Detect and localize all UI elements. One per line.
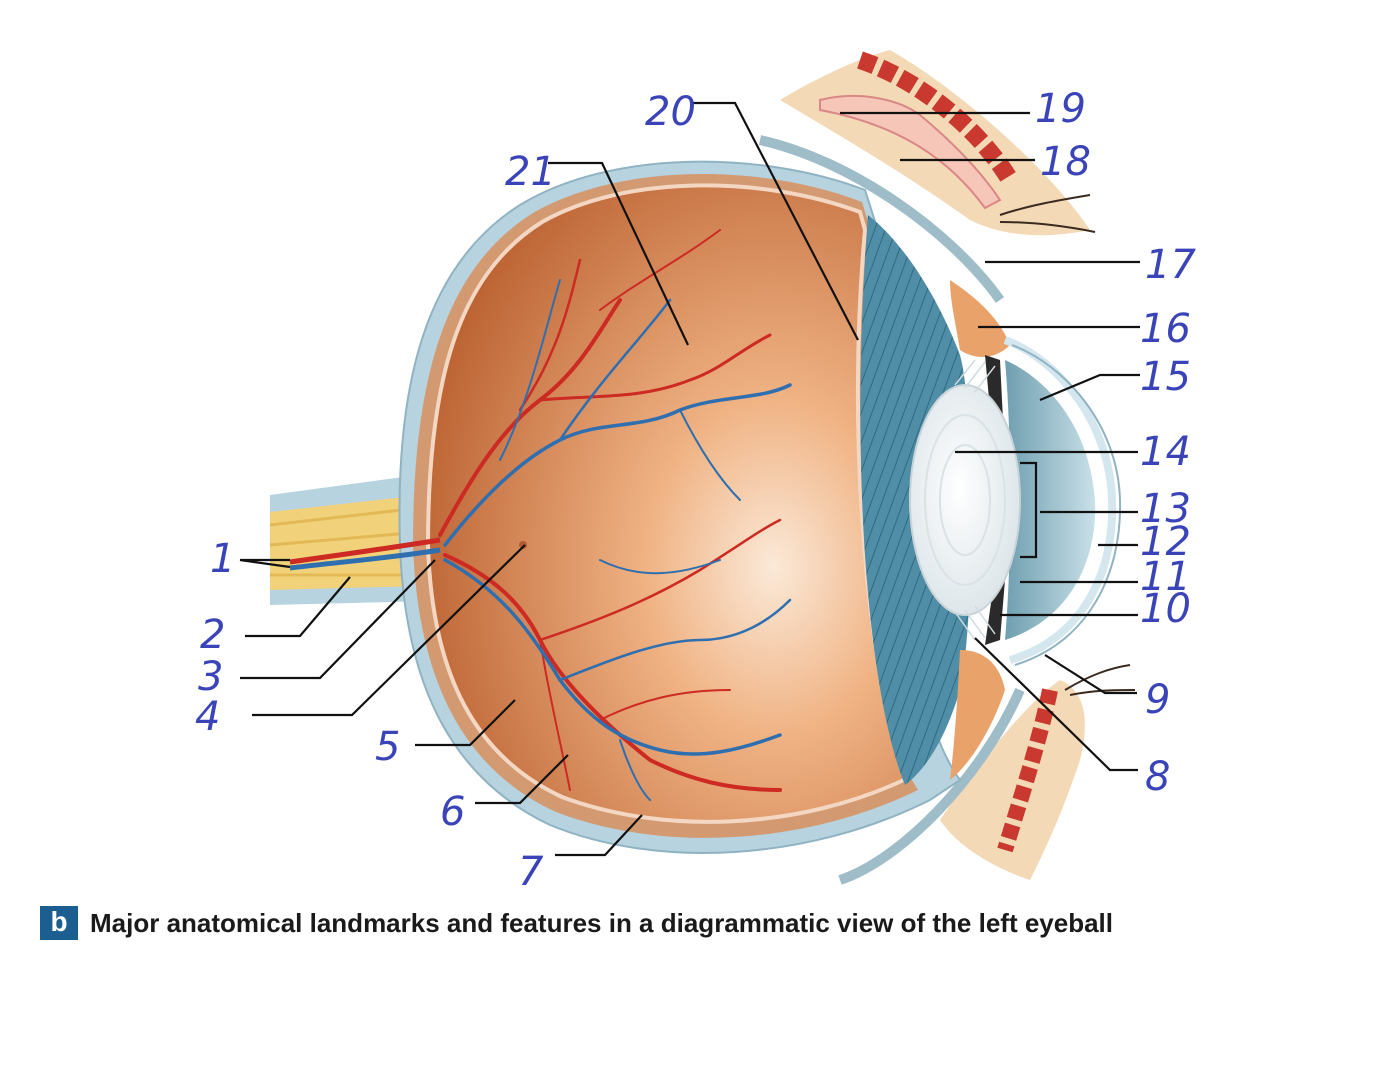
label-10: 10 [1140,586,1191,632]
label-14: 14 [1140,429,1191,475]
leader-13 [1020,461,1138,559]
leader-9 [1044,654,1137,695]
label-18: 18 [1040,139,1091,185]
label-2: 2 [200,612,225,658]
label-19: 19 [1035,86,1086,132]
leader-3 [240,559,436,680]
label-7: 7 [518,849,544,895]
leader-lines [239,101,1140,857]
lens-ring-2 [939,444,991,556]
vitreous-body [425,183,911,824]
label-11: 11 [1140,554,1191,600]
caption-badge: b [40,906,78,940]
label-16: 16 [1140,306,1191,352]
label-3: 3 [198,654,223,700]
label-12: 12 [1140,519,1191,565]
label-21: 21 [505,149,556,195]
leader-15 [1039,373,1140,402]
retinal-vessels [438,229,792,801]
label-15: 15 [1140,354,1191,400]
leader-21 [548,161,689,346]
leader-1 [239,558,291,569]
label-13: 13 [1140,486,1191,532]
leader-7 [555,814,643,857]
leader-8 [974,637,1138,772]
label-20: 20 [645,89,696,135]
lower-eyelid [940,664,1136,880]
eyeball-diagram: 1 2 3 4 5 6 7 8 9 10 11 12 13 14 15 16 1… [195,50,1196,895]
label-6: 6 [440,789,465,835]
anterior-chamber [1005,360,1096,640]
label-1: 1 [210,536,235,582]
central-vessels [289,537,441,571]
label-17: 17 [1145,242,1196,288]
cornea-edge [1011,344,1122,666]
suspensory-ligaments [954,359,996,641]
leader-20 [690,101,859,341]
upper-eyelid [780,50,1096,236]
caption-text: Major anatomical landmarks and features … [90,907,1114,938]
label-9: 9 [1145,677,1170,723]
ciliary-muscle-upper [950,280,1010,357]
figure-caption: b Major anatomical landmarks and feature… [40,903,1113,943]
fovea [519,541,527,549]
leader-6 [475,754,569,805]
lower-conjunctiva [838,687,1025,885]
ciliary-muscle-lower [950,650,1005,780]
label-5: 5 [375,724,400,770]
conjunctiva [758,135,1005,303]
label-8: 8 [1145,754,1170,800]
number-labels: 1 2 3 4 5 6 7 8 9 10 11 12 13 14 15 16 1… [195,86,1196,895]
label-4: 4 [195,694,220,740]
leader-5 [415,699,516,747]
leader-2 [245,576,351,638]
leader-4 [252,544,526,717]
lens [909,384,1021,616]
cornea [1003,336,1117,664]
lens-ring-1 [924,414,1006,586]
